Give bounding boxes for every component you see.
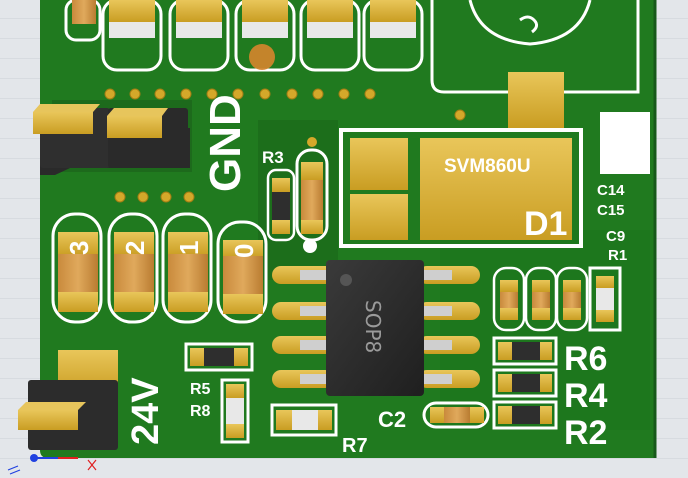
- diode-d1: [339, 128, 583, 248]
- silk-label-r4: R4: [564, 377, 608, 415]
- pin-header-2pin: [33, 100, 192, 175]
- silk-label-r6: R6: [564, 340, 607, 378]
- sop8-chip: [326, 260, 424, 396]
- r3-resistors: [266, 137, 329, 253]
- via-highlight: [249, 44, 275, 70]
- jumper-digit-3: 3: [64, 241, 94, 255]
- silk-label-r5: R5: [190, 381, 211, 398]
- silk-label-c9: C9: [606, 228, 625, 245]
- resistors-r5-r8-r7: [184, 342, 338, 444]
- resistors-r6-r4-r2: [492, 336, 558, 430]
- sop8-pads: [272, 266, 480, 388]
- silk-label-r7: R7: [342, 435, 368, 457]
- silk-label-24v: 24V: [125, 377, 167, 445]
- diode-marking-svm860u: SVM860U: [444, 156, 531, 177]
- silk-label-r3: R3: [262, 148, 284, 167]
- silk-label-r1: R1: [608, 247, 627, 264]
- capacitor-c2: [422, 401, 490, 429]
- axis-triad: [7, 454, 97, 475]
- inductor-pad: [508, 72, 564, 128]
- jumper-digit-2: 2: [120, 241, 150, 255]
- silk-label-d1: D1: [524, 205, 567, 243]
- silk-label-c15: C15: [597, 202, 625, 219]
- jumper-row: 3 2 1 0: [51, 212, 268, 324]
- silk-label-r8: R8: [190, 403, 211, 420]
- via-row: [104, 88, 466, 203]
- top-capacitor-row: [64, 0, 424, 72]
- inductor-outline: [430, 0, 640, 94]
- resistor-group-right: [492, 266, 622, 332]
- sop8-pin1-dot: [340, 274, 352, 286]
- jumper-digit-1: 1: [174, 241, 204, 255]
- silk-label-c14: C14: [597, 182, 625, 199]
- white-test-pad: [600, 112, 650, 174]
- jumper-digit-0: 0: [229, 244, 259, 258]
- silk-label-r2: R2: [564, 414, 607, 452]
- silk-label-c2: C2: [378, 407, 406, 432]
- silk-label-gnd: GND: [201, 94, 250, 192]
- pin-header-24v: [18, 350, 118, 450]
- sop8-marking: SOP8: [361, 300, 385, 353]
